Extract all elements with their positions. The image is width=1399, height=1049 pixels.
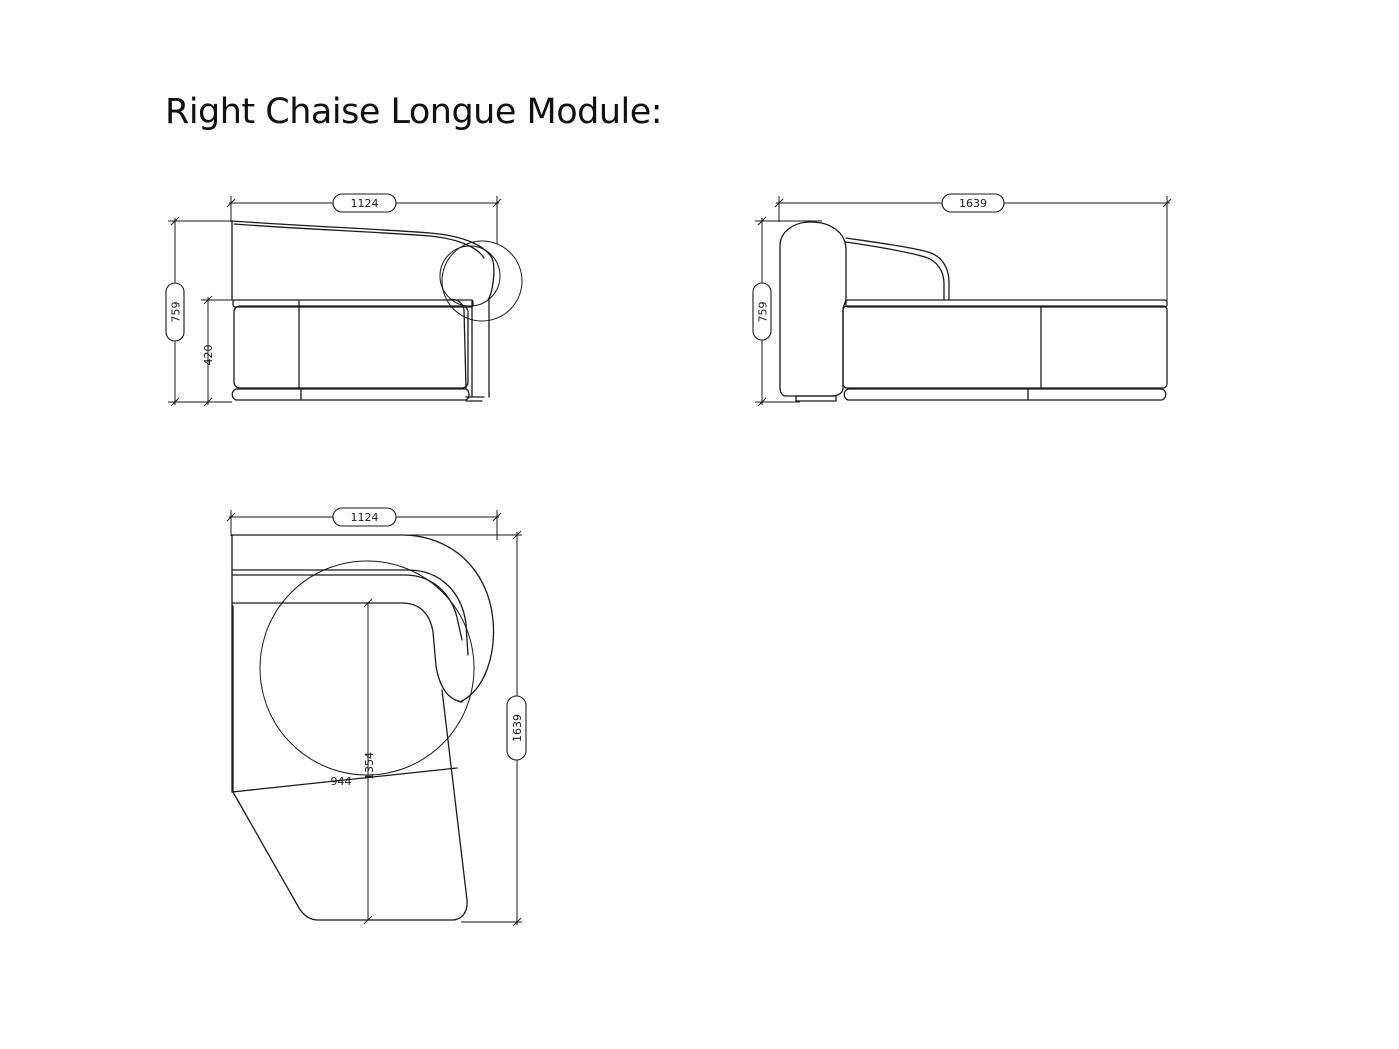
top-width-label: 1124 <box>351 511 379 524</box>
top-inner-length-label: 1354 <box>363 752 376 780</box>
front-width-label: 1124 <box>351 197 379 210</box>
front-sofa-outline <box>231 220 523 402</box>
top-view: 1124 1639 <box>226 507 527 927</box>
side-height-dimension: 759 <box>752 216 822 407</box>
front-width-dimension: 1124 <box>226 193 502 244</box>
top-sofa-outline: 1354 944 <box>231 534 495 925</box>
top-diagonal-label: 944 <box>331 775 352 788</box>
top-length-label: 1639 <box>511 714 524 742</box>
front-height-label: 759 <box>170 302 183 323</box>
front-view: 1124 759 420 <box>165 193 523 407</box>
front-seat-height-label: 420 <box>202 345 215 366</box>
front-height-dimension: 759 <box>165 216 232 407</box>
side-sofa-outline <box>779 221 1168 402</box>
side-view: 1639 759 <box>752 193 1172 407</box>
top-length-dimension: 1639 <box>402 530 527 927</box>
page-title: Right Chaise Longue Module: <box>165 92 663 132</box>
top-width-dimension: 1124 <box>226 507 502 540</box>
front-seat-height-dimension: 420 <box>201 295 234 407</box>
side-length-label: 1639 <box>959 197 987 210</box>
side-height-label: 759 <box>757 302 770 323</box>
side-length-dimension: 1639 <box>774 193 1172 303</box>
